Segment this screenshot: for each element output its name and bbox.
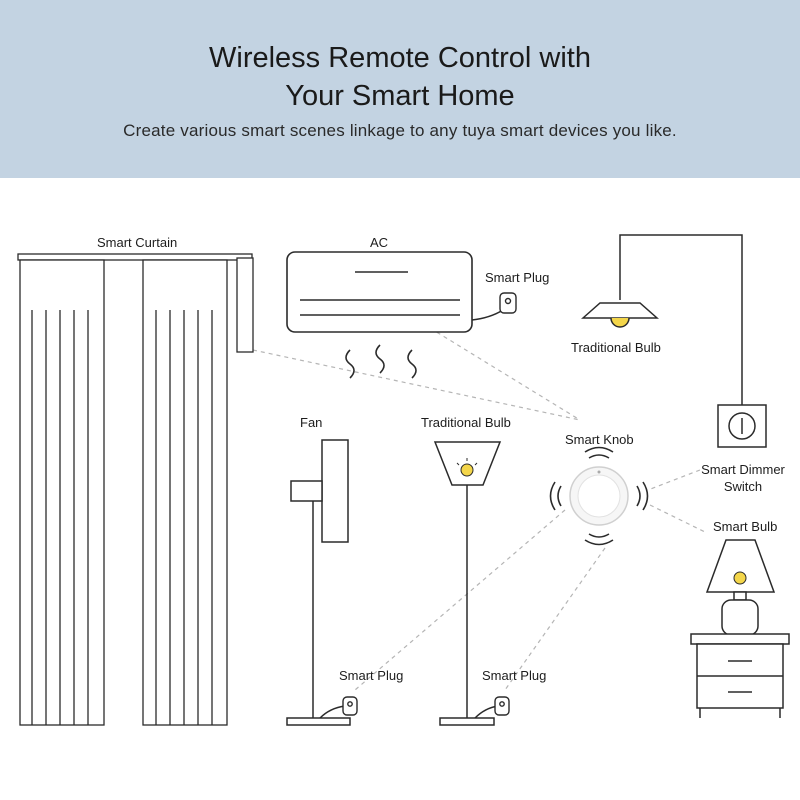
title-line-2: Your Smart Home [285, 80, 515, 112]
smart-plug-ac-label: Smart Plug [485, 270, 550, 285]
smart-knob-icon [569, 466, 629, 526]
smart-bulb-label: Smart Bulb [713, 519, 778, 534]
connection-lines [252, 327, 706, 691]
ac-label: AC [370, 235, 389, 250]
link-curtain [252, 349, 581, 421]
floor-bulb-icon [456, 458, 478, 477]
smart-bulb-lamp-icon [705, 539, 776, 636]
smart-dimmer-label-line2: Switch [723, 479, 763, 494]
header-banner [0, 0, 800, 178]
nightstand-icon [690, 633, 790, 718]
ceiling-lamp-icon [581, 234, 743, 405]
smart-dimmer-label-line1: Smart Dimmer [701, 462, 785, 477]
ac-icon [286, 251, 504, 333]
link-fan-plug [354, 509, 566, 691]
smart-dimmer-switch-icon [717, 404, 767, 448]
fan-icon [286, 439, 351, 726]
title-line-1: Wireless Remote Control with [209, 42, 591, 74]
smart-plug-fan-icon [319, 696, 358, 719]
smart-plug-lamp-label: Smart Plug [482, 668, 547, 683]
smart-plug-ac-icon [499, 292, 517, 314]
smart-curtain-icon [17, 253, 254, 726]
signal-waves-icon [549, 446, 649, 546]
link-lamp-plug [504, 547, 606, 691]
smart-plug-fan-label: Smart Plug [339, 668, 404, 683]
airflow-icon [345, 344, 417, 379]
fan-label: Fan [300, 415, 323, 430]
subtitle: Create various smart scenes linkage to a… [123, 121, 677, 140]
link-dimmer [647, 469, 701, 491]
smart-plug-lamp-icon [474, 696, 510, 719]
traditional-bulb-ceiling-label: Traditional Bulb [571, 340, 661, 355]
smart-curtain-label: Smart Curtain [97, 235, 178, 250]
smart-knob-label: Smart Knob [565, 432, 634, 447]
floor-lamp-icon [433, 441, 502, 726]
traditional-bulb-floor-label: Traditional Bulb [421, 415, 511, 430]
link-ac [429, 327, 581, 421]
link-smart-bulb [649, 504, 706, 533]
